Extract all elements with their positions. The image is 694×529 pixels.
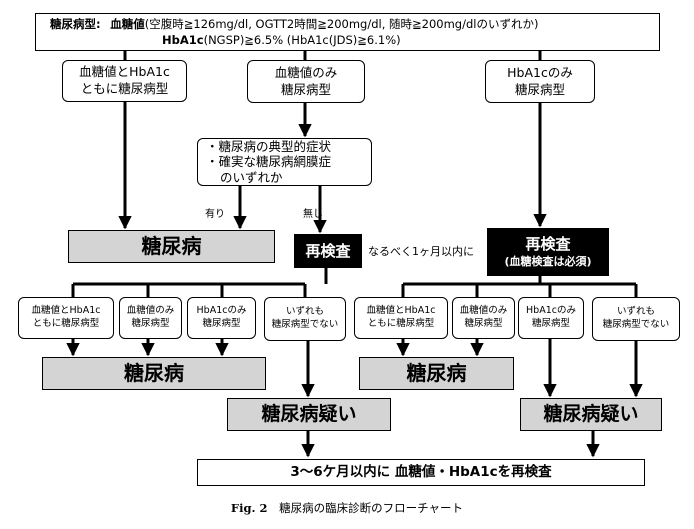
row-right-neither-line1: いずれも [616,306,655,318]
row-left-glucose-line1: 血糖値のみ [126,305,175,317]
diabetes-box-right: 糖尿病 [359,357,514,390]
symptom-line2: ・確実な糖尿病網膜症 [206,154,332,170]
diabetes-box-left: 糖尿病 [42,357,266,390]
diabetes-box-right-label: 糖尿病 [406,361,467,385]
retest-right-label: 再検査 [525,235,571,254]
caption-fig-number: Fig. 2 [230,501,268,515]
branch-label-yes: 有り [205,209,225,220]
criteria-box: 糖尿病型: 血糖値(空腹時≧126mg/dl, OGTT2時間≧200mg/dl… [35,13,660,51]
criteria-line1: 糖尿病型: 血糖値(空腹時≧126mg/dl, OGTT2時間≧200mg/dl… [50,16,538,32]
top-box-hba1c-only: HbA1cのみ 糖尿病型 [485,60,595,103]
top-box-both-line1: 血糖値とHbA1c [79,64,170,80]
criteria-line2: HbA1c(NGSP)≧6.5% (HbA1c(JDS)≧6.1%) [50,32,401,48]
symptom-line1: ・糖尿病の典型的症状 [206,138,332,154]
row-left-neither-line2: 糖尿病型でない [271,319,339,330]
row-right-neither-line2: 糖尿病型でない [602,319,670,330]
criteria-label: 糖尿病型: [50,16,101,31]
criteria-hba1c-label: HbA1c [162,33,204,47]
row-right-glucose-line1: 血糖値のみ [459,305,508,317]
row-left-neither: いずれも 糖尿病型でない [264,297,346,341]
top-box-glucose-line1: 血糖値のみ [274,64,338,80]
row-left-both: 血糖値とHbA1c ともに糖尿病型 [18,297,114,339]
top-box-glucose-only: 血糖値のみ 糖尿病型 [247,60,365,103]
retest-left-label: 再検査 [305,241,351,260]
final-box: 3～6ケ月以内に 血糖値・HbA1cを再検査 [197,459,645,486]
row-right-hba1c-line2: 糖尿病型 [531,318,570,329]
branch-label-no: 無し [303,209,323,220]
criteria-hba1c-detail: (NGSP)≧6.5% (HbA1c(JDS)≧6.1%) [203,33,401,47]
top-box-both: 血糖値とHbA1c ともに糖尿病型 [62,60,187,102]
criteria-bg-label: 血糖値 [110,16,145,31]
criteria-bg-detail: (空腹時≧126mg/dl, OGTT2時間≧200mg/dl, 随時≧200m… [144,16,539,31]
diabetes-box-top: 糖尿病 [68,230,275,263]
retest-timing-label: なるべく1ヶ月以内に [368,245,474,258]
suspected-right-label: 糖尿病疑い [543,402,639,425]
row-left-neither-line1: いずれも [285,306,324,318]
suspected-box-right: 糖尿病疑い [520,398,662,431]
row-left-both-line1: 血糖値とHbA1c [31,305,101,317]
top-box-hba1c-line1: HbA1cのみ [507,64,573,80]
row-left-glucose-line2: 糖尿病型 [131,318,170,329]
final-label: 3～6ケ月以内に 血糖値・HbA1cを再検査 [290,464,552,481]
retest-box-left: 再検査 [294,234,362,268]
diabetes-box-top-label: 糖尿病 [141,234,202,258]
row-left-hba1c-line1: HbA1cのみ [196,305,247,317]
row-left-hba1c: HbA1cのみ 糖尿病型 [187,297,256,339]
figure-caption: Fig. 2 糖尿病の臨床診断のフローチャート [0,500,694,516]
suspected-left-label: 糖尿病疑い [261,402,357,425]
row-left-both-line2: ともに糖尿病型 [32,318,100,329]
symptom-box: ・糖尿病の典型的症状 ・確実な糖尿病網膜症 のいずれか [197,138,372,186]
caption-text: 糖尿病の臨床診断のフローチャート [279,501,464,515]
row-left-hba1c-line2: 糖尿病型 [202,318,241,329]
row-right-neither: いずれも 糖尿病型でない [592,297,680,341]
row-left-glucose: 血糖値のみ 糖尿病型 [119,297,182,339]
row-right-both-line2: ともに糖尿病型 [367,318,435,329]
retest-right-note: (血糖検査は必須) [504,254,592,268]
top-box-glucose-line2: 糖尿病型 [280,81,331,97]
row-right-glucose-line2: 糖尿病型 [464,318,503,329]
diabetes-box-left-label: 糖尿病 [124,361,184,385]
retest-box-right: 再検査 (血糖検査は必須) [487,228,609,276]
row-right-hba1c: HbA1cのみ 糖尿病型 [518,297,584,339]
symptom-line3: のいずれか [220,169,283,185]
top-box-hba1c-line2: 糖尿病型 [514,81,565,97]
suspected-box-left: 糖尿病疑い [227,398,391,431]
top-box-both-line2: ともに糖尿病型 [80,81,169,96]
row-right-glucose: 血糖値のみ 糖尿病型 [452,297,515,339]
row-right-both: 血糖値とHbA1c ともに糖尿病型 [354,297,448,339]
row-right-both-line1: 血糖値とHbA1c [366,305,436,317]
row-right-hba1c-line1: HbA1cのみ [526,305,576,317]
